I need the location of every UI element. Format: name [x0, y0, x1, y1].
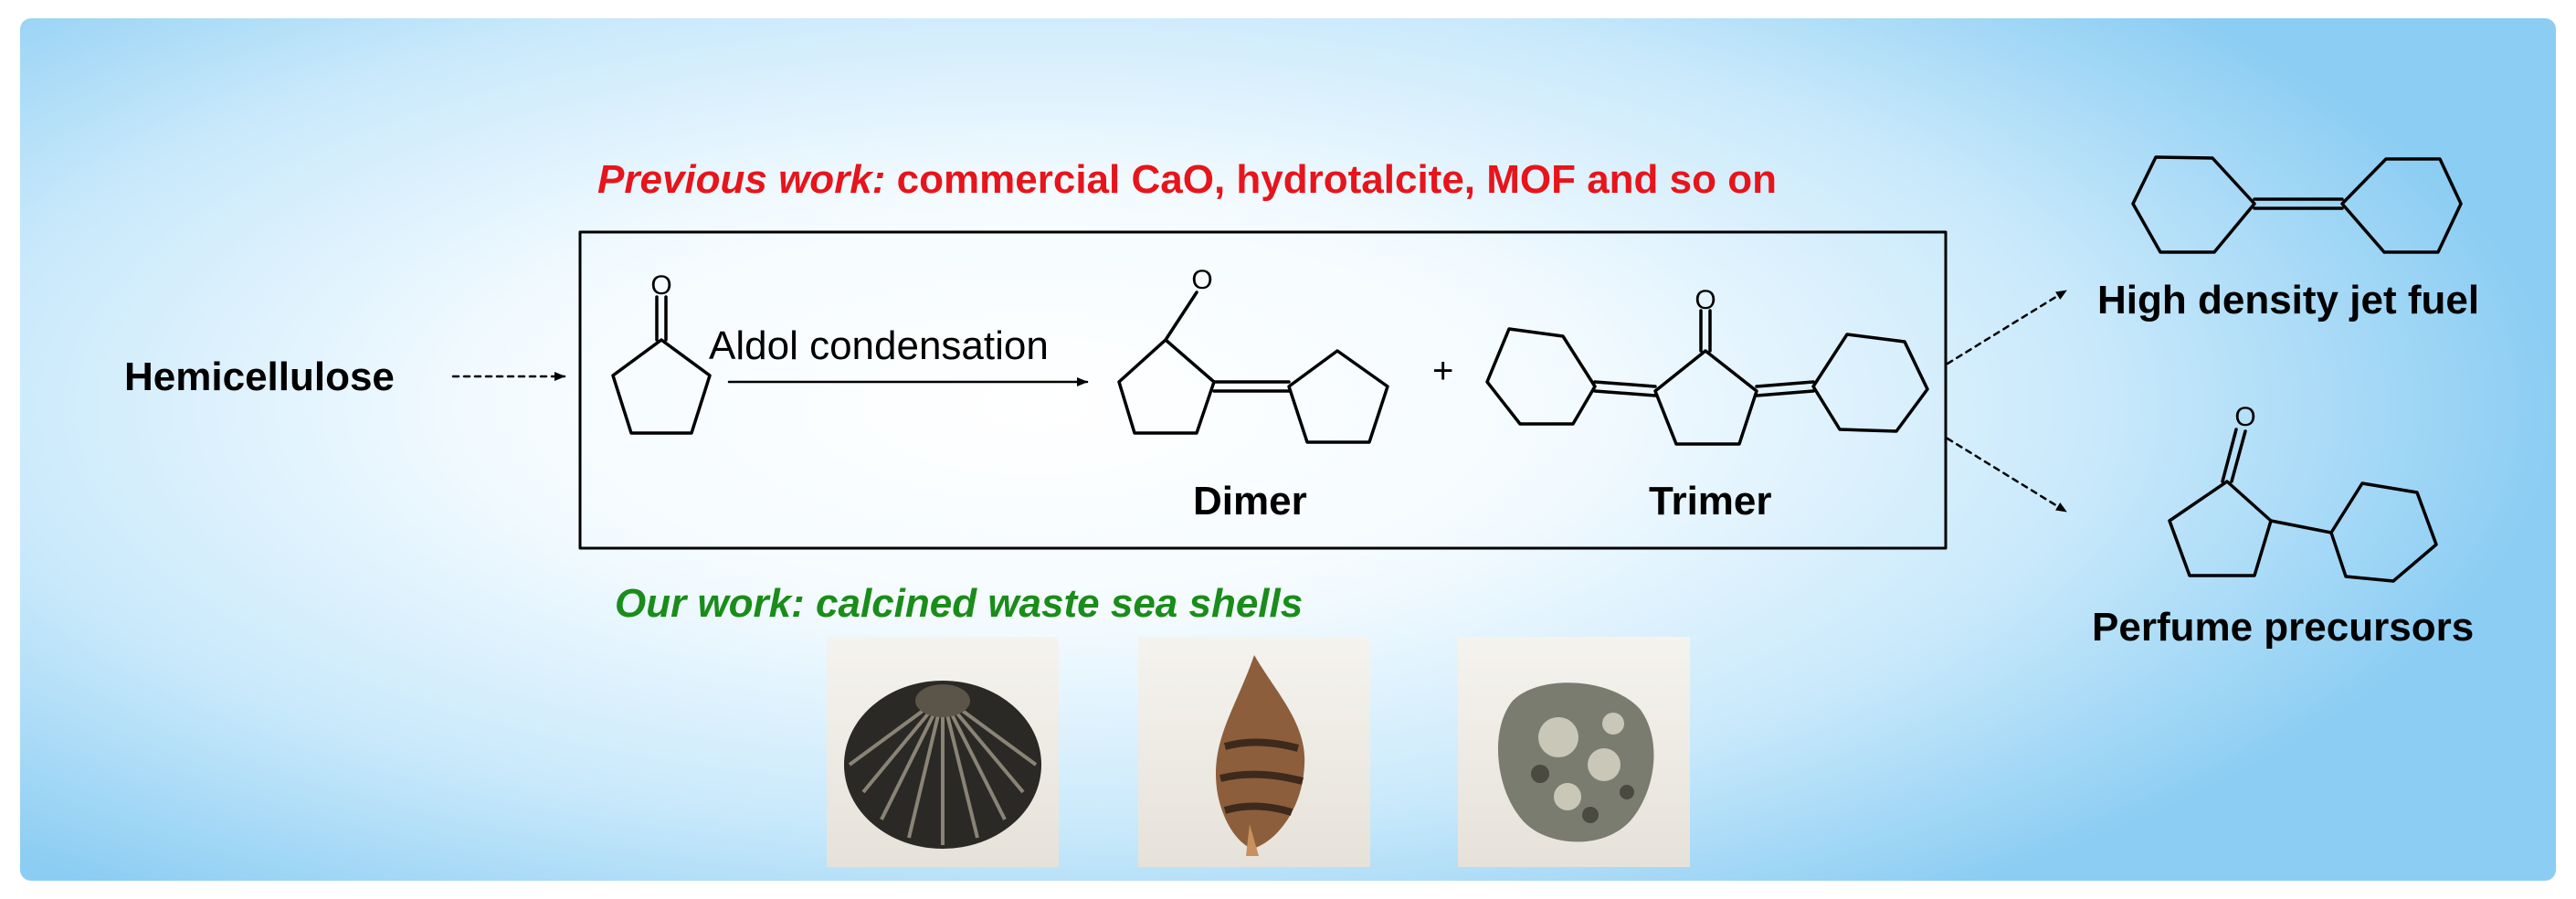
atom-label-o: O: [1694, 285, 1716, 315]
arrow-perfume: [1946, 437, 2068, 513]
trimer-label: Trimer: [1649, 479, 1772, 524]
previous-work-caption: Previous work: commercial CaO, hydrotalc…: [597, 157, 1777, 203]
previous-work-prefix: Previous work:: [597, 157, 886, 202]
conch-shell-image: [1216, 655, 1305, 856]
jet-fuel-label: High density jet fuel: [2097, 278, 2480, 323]
atom-label-o: O: [2234, 402, 2255, 432]
cyclopentylcyclopentanone-structure: [2168, 428, 2438, 583]
cockle-shell-image: [844, 681, 1041, 849]
dimer-label: Dimer: [1193, 479, 1307, 524]
reaction-label: Aldol condensation: [709, 323, 1049, 368]
reaction-box: [578, 230, 1948, 550]
perfume-label: Perfume precursors: [2092, 605, 2475, 650]
trimer-structure: [1485, 309, 1929, 446]
bicyclopentylidene-structure: [2131, 155, 2463, 254]
source-label: Hemicellulose: [124, 354, 395, 399]
cockle-shell-photo: [827, 637, 1059, 867]
oyster-shell-image: [1497, 682, 1654, 842]
our-work-caption: Our work: calcined waste sea shells: [615, 581, 1304, 626]
oyster-shell-photo: [1458, 637, 1690, 867]
plus-sign: +: [1432, 351, 1454, 391]
dimer-structure: [1117, 291, 1389, 444]
conch-shell-photo: [1138, 637, 1370, 867]
cyclopentanone-structure: [611, 295, 712, 435]
atom-label-o: O: [650, 270, 671, 301]
atom-label-o: O: [1191, 265, 1212, 295]
previous-work-text: commercial CaO, hydrotalcite, MOF and so…: [896, 157, 1777, 202]
arrow-jet-fuel: [1946, 289, 2068, 365]
